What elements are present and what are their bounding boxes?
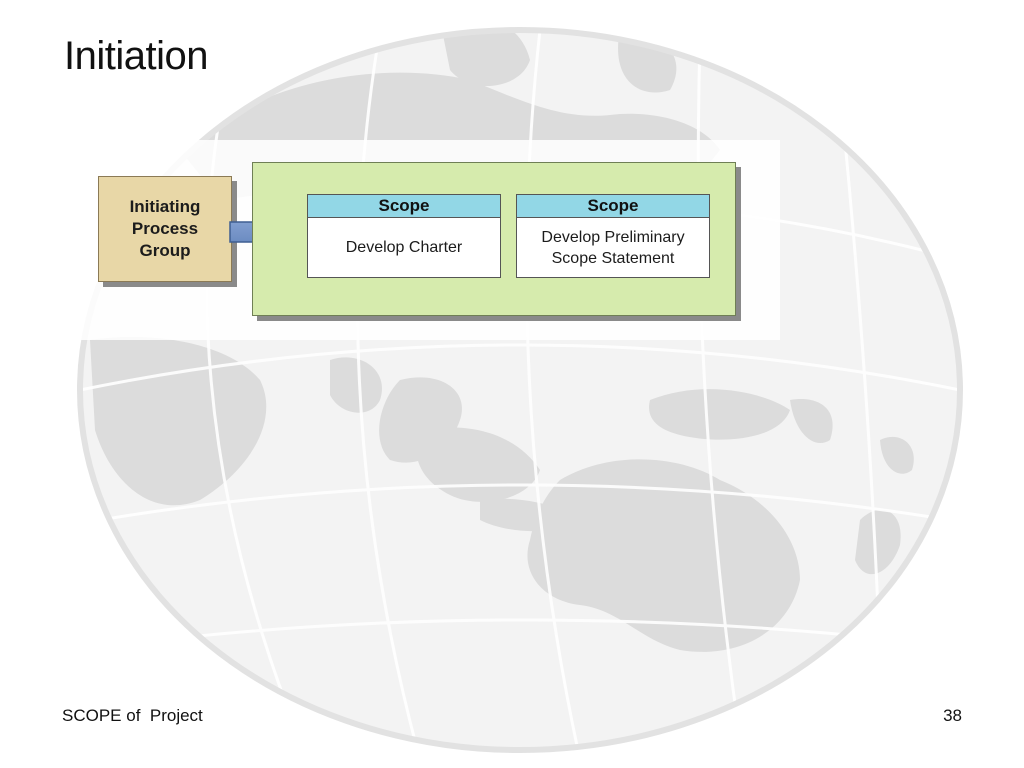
- process-box-develop-preliminary-scope: Scope Develop Preliminary Scope Statemen…: [516, 194, 710, 278]
- initiating-process-group-box: Initiating Process Group: [98, 176, 232, 282]
- process-name: Develop Charter: [345, 239, 463, 256]
- process-name: Develop Preliminary Scope Statement: [541, 228, 685, 267]
- knowledge-area-header: Scope: [308, 195, 500, 218]
- footer-text: SCOPE of Project: [62, 706, 203, 725]
- process-box-develop-charter: Scope Develop Charter: [307, 194, 501, 278]
- page-number: 38: [943, 706, 962, 725]
- knowledge-area-header: Scope: [517, 195, 709, 218]
- process-group-label: Initiating Process Group: [129, 197, 201, 260]
- slide-title: Initiation: [64, 34, 208, 78]
